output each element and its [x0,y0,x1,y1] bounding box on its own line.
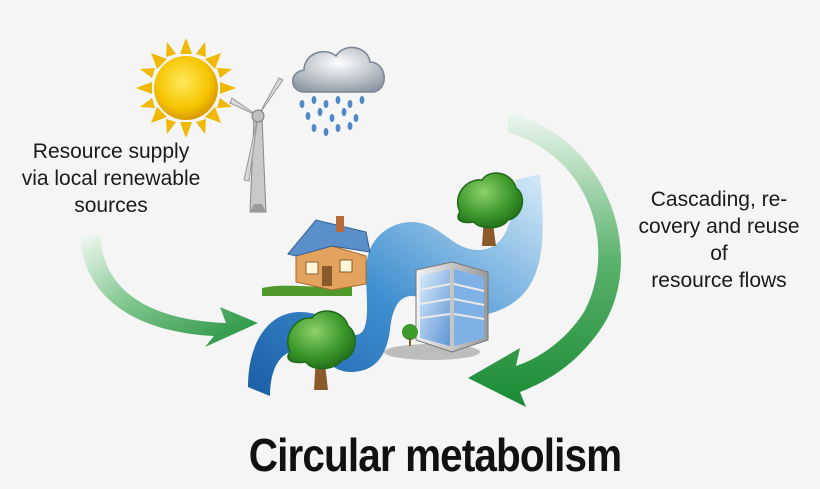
cascading-label-line: resource flows [651,269,787,292]
rain-cloud-icon [292,46,385,136]
cascading-label-line: of [710,242,728,265]
supply-label-line: via local renewable [21,167,201,190]
supply-arrow [80,236,258,347]
supply-label-line: Resource supply [32,140,190,163]
tree-icon [457,172,524,246]
cascading-label: Cascading, re- covery and reuse of resou… [610,186,820,294]
tree-icon [287,310,356,390]
house-icon [262,216,371,296]
cascading-label-line: covery and reuse [638,215,800,238]
supply-label-line: sources [74,194,148,217]
sun-icon [136,38,236,138]
office-building-icon [384,261,489,360]
cascading-arrow [468,113,621,407]
wind-turbine-icon [229,77,284,213]
supply-label: Resource supply via local renewable sour… [0,138,222,219]
cascading-label-line: Cascading, re- [650,188,788,211]
diagram-title: Circular metabolism [248,429,622,481]
